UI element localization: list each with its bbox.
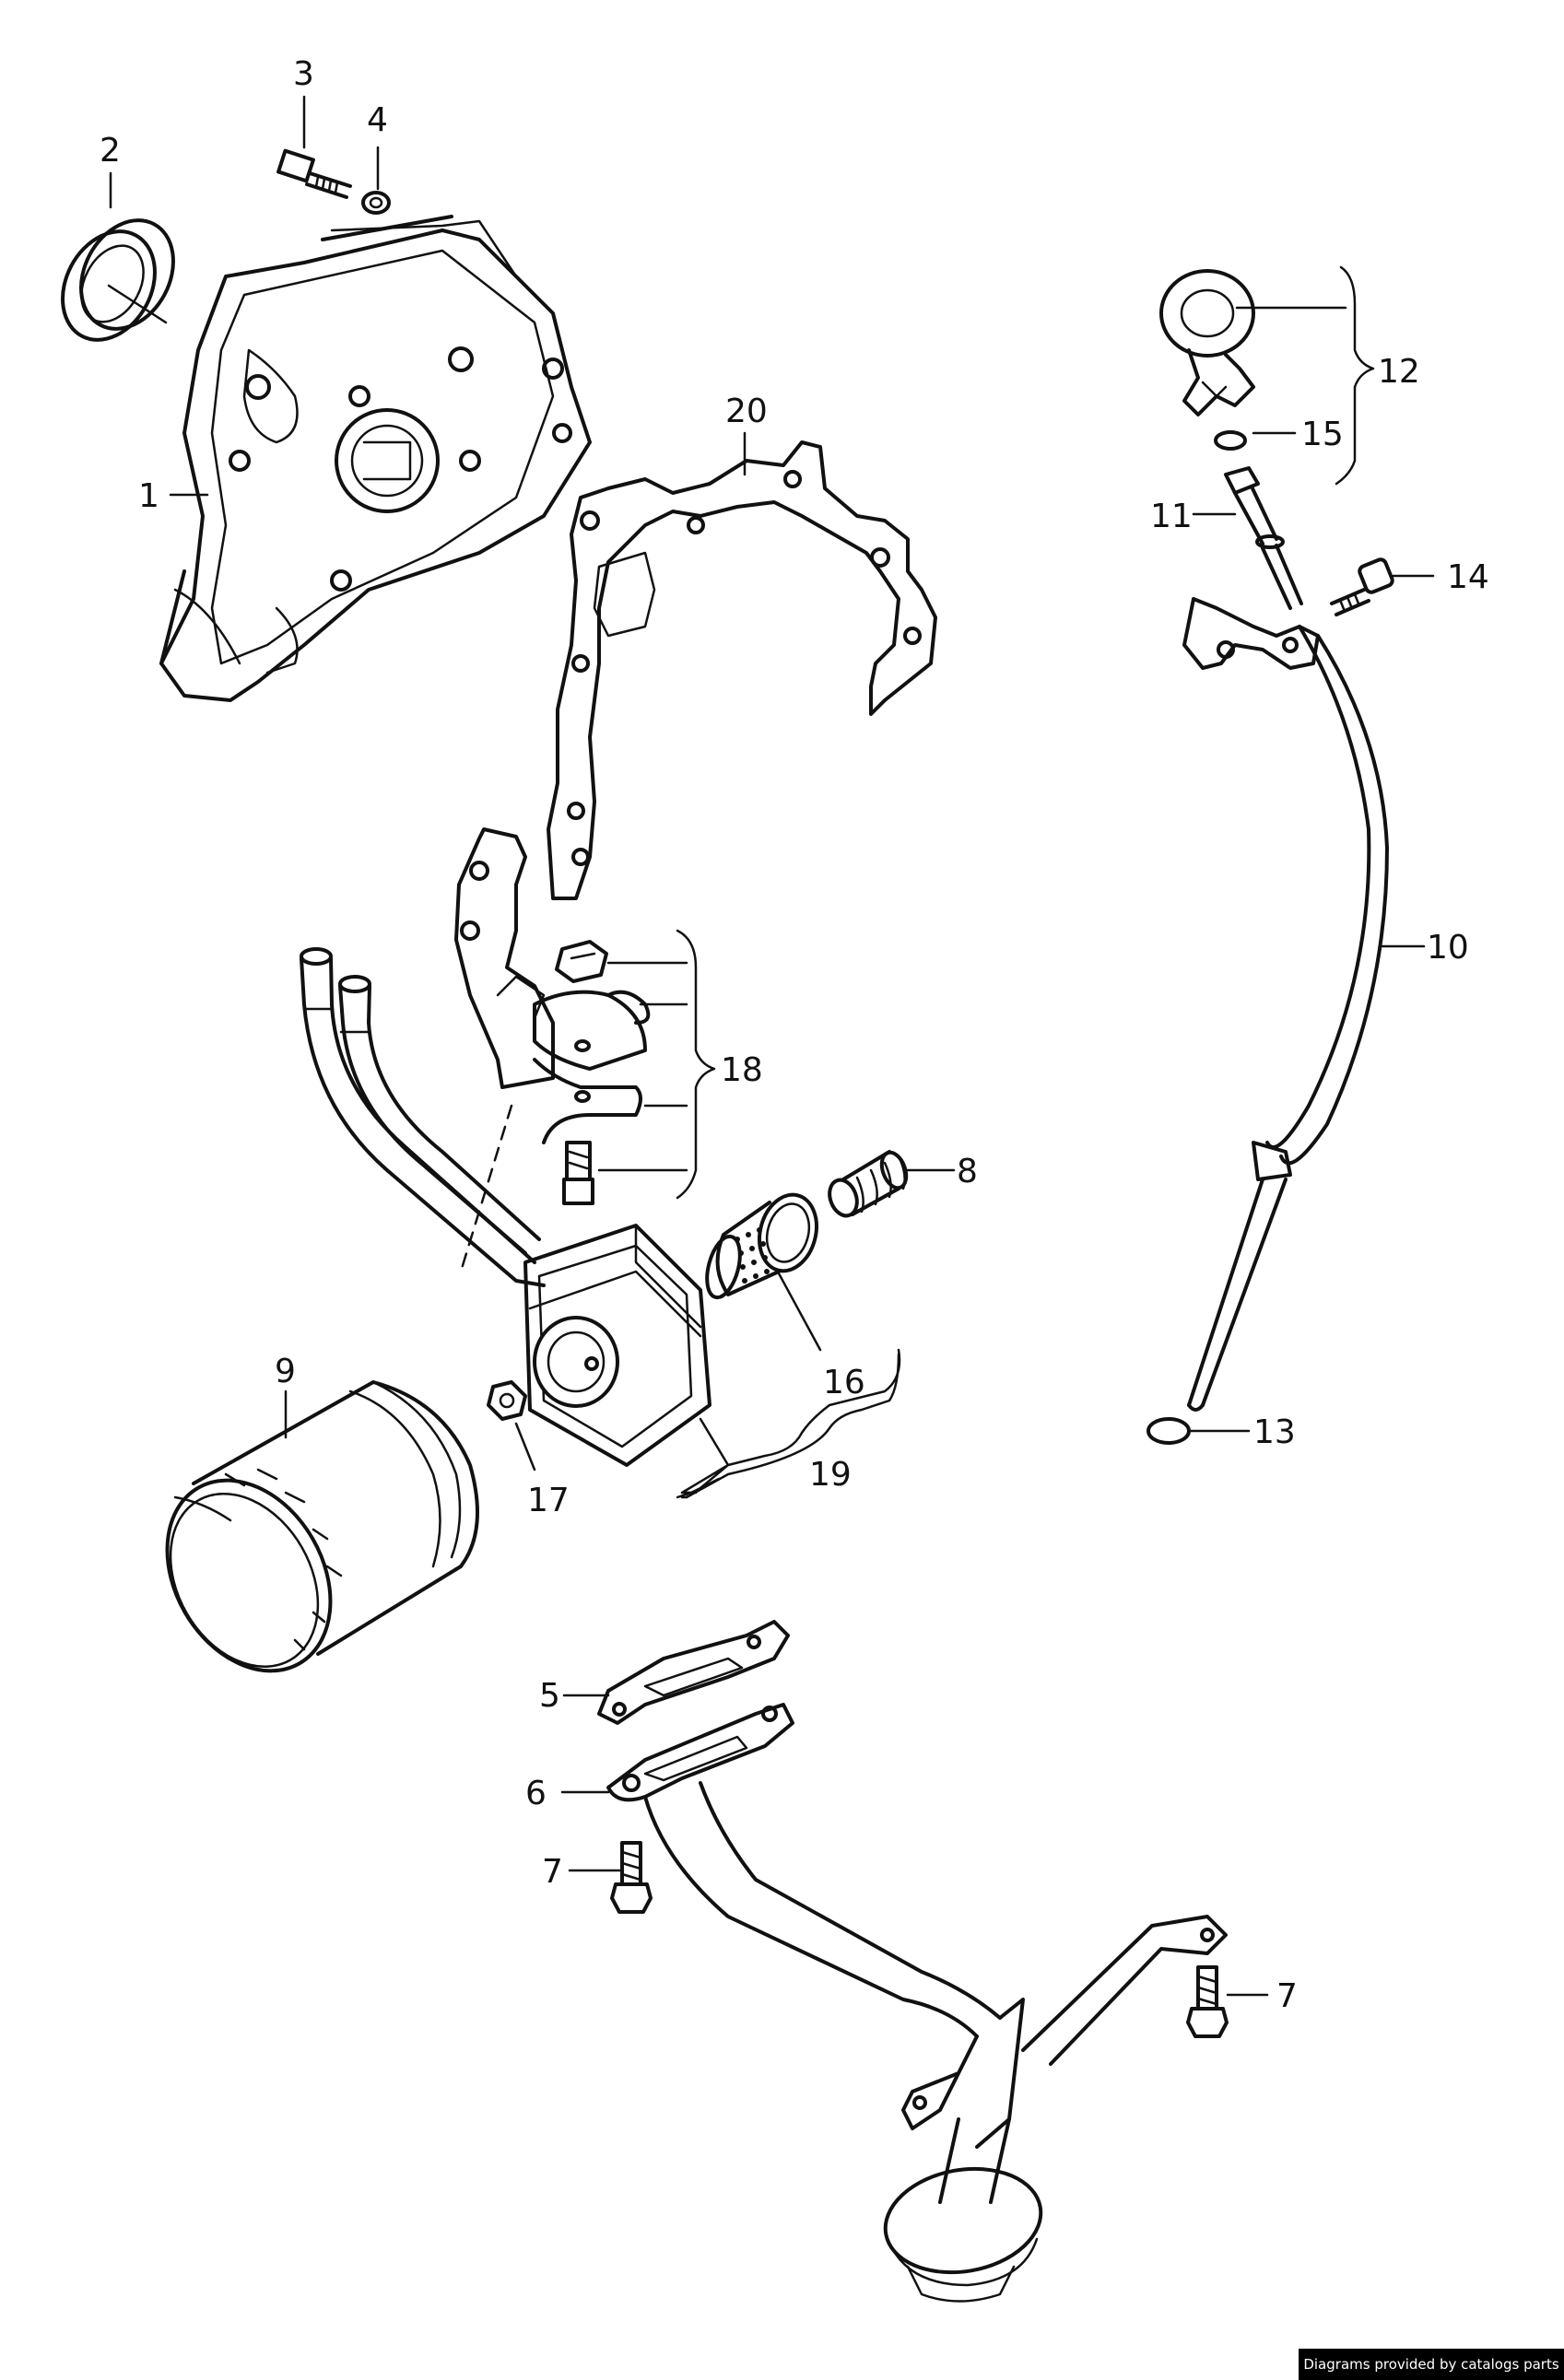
- callout-labels: 1 2 3 4 5 6 7 7 8 9 10 11 12 13 14 15 16…: [100, 55, 1489, 2015]
- callout-12: 12: [1378, 353, 1420, 391]
- part-11-dipstick-guide-top: [1224, 466, 1303, 610]
- callout-6: 6: [525, 1775, 547, 1812]
- callout-20: 20: [725, 393, 768, 430]
- part-5-gasket: [597, 1620, 790, 1725]
- part-3-bolt: [276, 148, 352, 199]
- callout-15: 15: [1301, 416, 1344, 453]
- part-19-oil-cooler: [523, 1224, 711, 1467]
- part-9-oil-filter: [165, 1380, 479, 1673]
- part-7-bolt-right: [1186, 1965, 1229, 2038]
- part-15-o-ring: [1214, 430, 1247, 451]
- callout-7-left: 7: [542, 1853, 563, 1891]
- callout-11: 11: [1150, 498, 1193, 535]
- part-16-strainer: [705, 1192, 818, 1300]
- part-2-seal-ring: [61, 218, 175, 342]
- part-8-spring: [828, 1150, 909, 1218]
- part-1-oil-pump-housing: [159, 215, 592, 702]
- leader-lines: [107, 95, 1435, 1997]
- part-13-seal: [1147, 1417, 1191, 1445]
- diagram-credit-banner: Diagrams provided by catalogs parts: [1299, 2349, 1564, 2380]
- part-6-oil-pickup-pipe: [606, 1703, 1228, 2303]
- part-17-nut: [487, 1380, 527, 1421]
- oil-cooler-pipes: [300, 947, 546, 1287]
- part-12-dipstick-handle: [1159, 269, 1255, 416]
- part-7-bolt-left: [610, 1841, 653, 1914]
- part-20-gasket: [547, 440, 937, 900]
- callout-10: 10: [1427, 929, 1469, 967]
- callout-8: 8: [957, 1153, 978, 1190]
- callout-13: 13: [1253, 1413, 1296, 1451]
- callout-3: 3: [293, 55, 314, 93]
- callout-5: 5: [539, 1677, 560, 1715]
- part-4-washer: [361, 191, 391, 215]
- callout-4: 4: [367, 101, 388, 139]
- callout-17: 17: [527, 1482, 570, 1519]
- callout-1: 1: [138, 477, 159, 515]
- leader-line-19-bracket: [685, 1353, 900, 1499]
- part-10-dipstick-tube: [1182, 597, 1389, 1412]
- callout-7-right: 7: [1276, 1977, 1298, 2015]
- callout-18: 18: [721, 1051, 763, 1089]
- callout-2: 2: [100, 132, 121, 170]
- callout-19: 19: [809, 1456, 852, 1494]
- callout-16: 16: [823, 1364, 865, 1401]
- callout-9: 9: [275, 1353, 296, 1390]
- callout-14: 14: [1447, 558, 1489, 596]
- part-14-bolt: [1330, 557, 1394, 616]
